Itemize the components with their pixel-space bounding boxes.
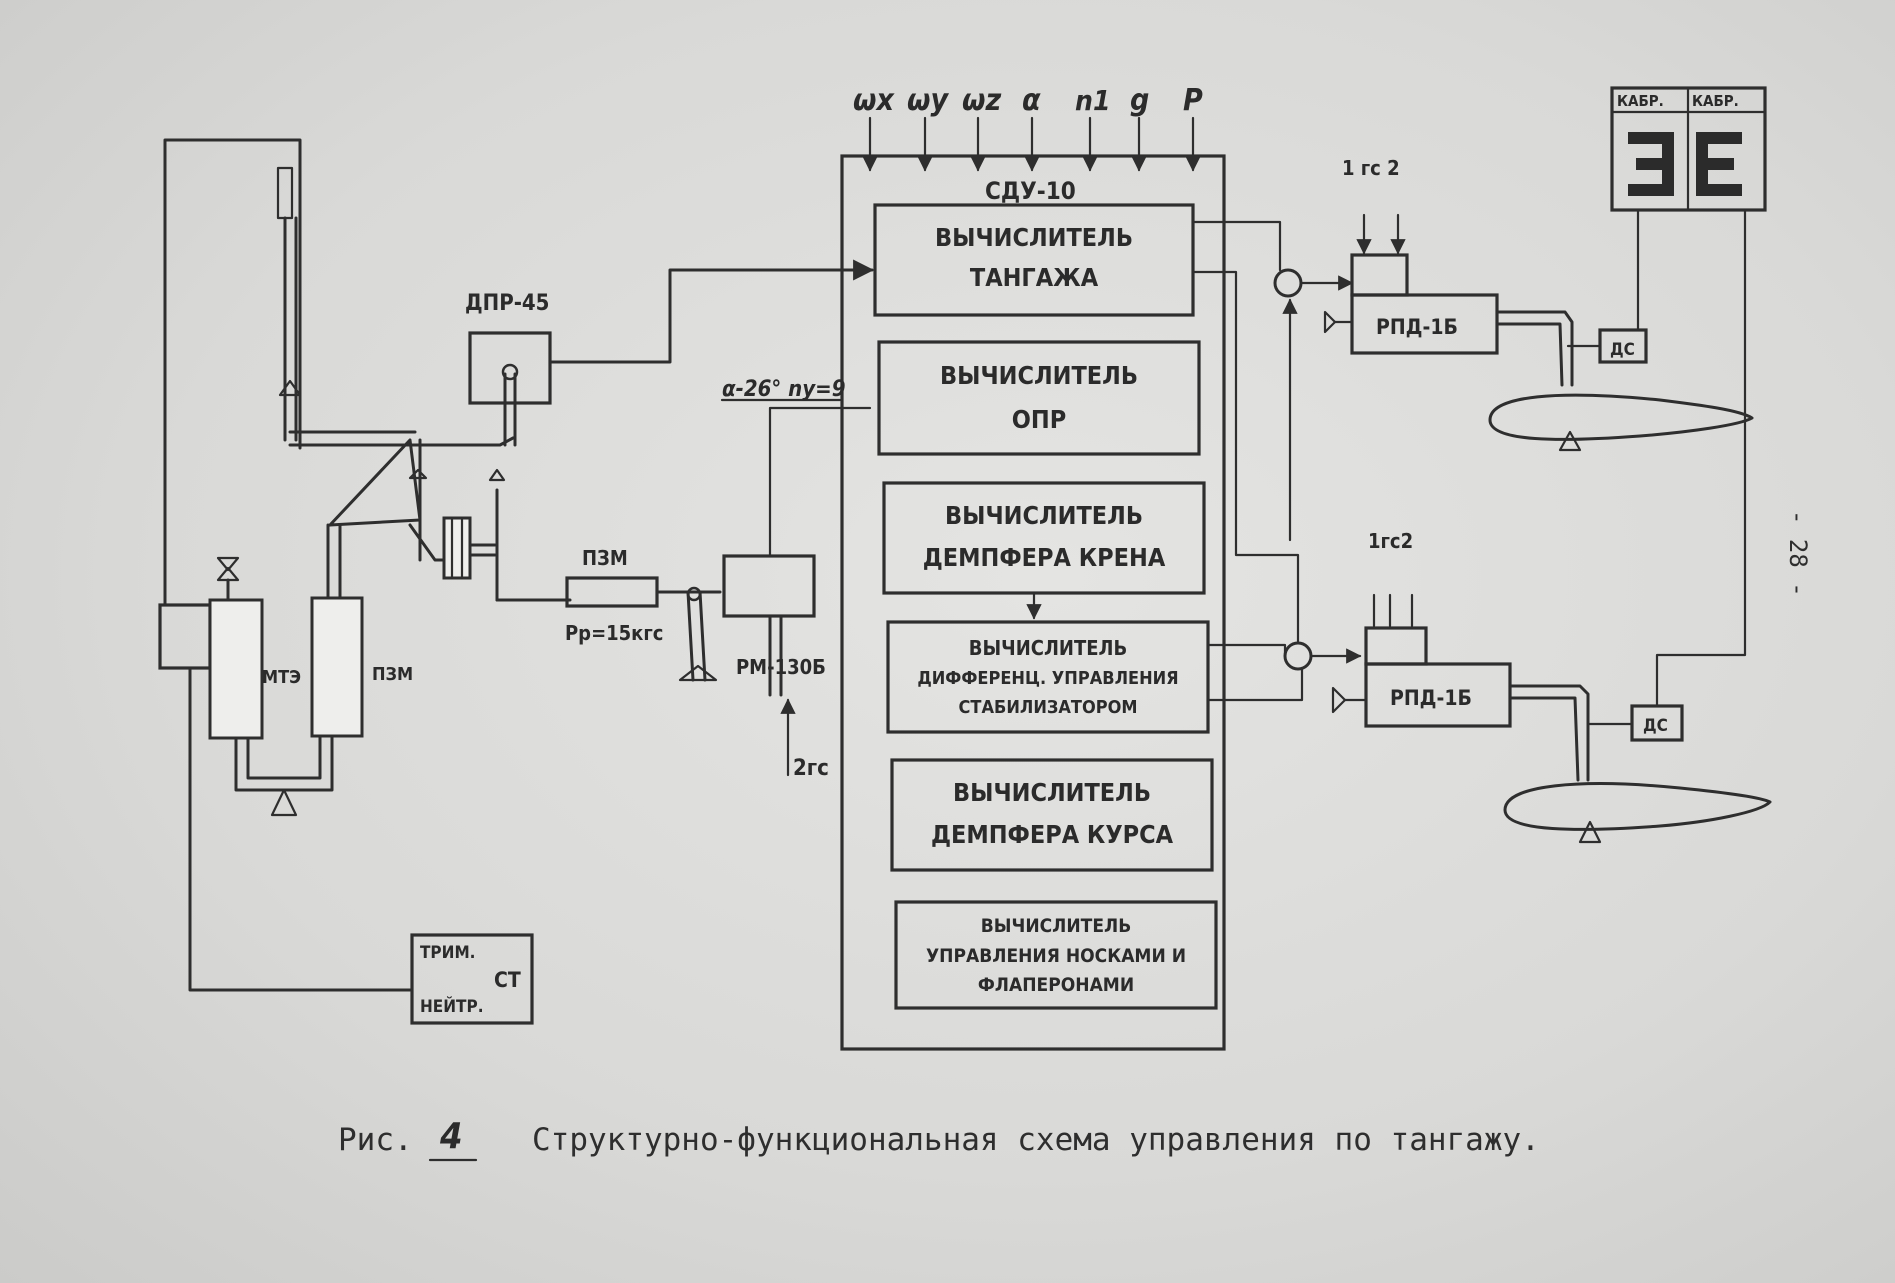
- rpd-upper-label: РПД-1Б: [1376, 315, 1458, 339]
- kabr-right-label: КАБР.: [1692, 92, 1739, 110]
- input-g: g: [1130, 83, 1149, 118]
- computer-pitch: ВЫЧИСЛИТЕЛЬ ТАНГАЖА: [873, 203, 1195, 317]
- right-actuator-linkage: [1191, 86, 1772, 844]
- pzm-lower-label: ПЗМ: [372, 664, 413, 685]
- svg-text:ВЫЧИСЛИТЕЛЬ: ВЫЧИСЛИТЕЛЬ: [935, 223, 1133, 252]
- input-wy: ωy: [907, 83, 949, 118]
- input-wz: ωz: [962, 83, 1001, 118]
- supply-upper-label: 1 гс 2: [1342, 156, 1400, 180]
- svg-text:ВЫЧИСЛИТЕЛЬ: ВЫЧИСЛИТЕЛЬ: [953, 778, 1151, 807]
- computer-yaw-damper: ВЫЧИСЛИТЕЛЬ ДЕМПФЕРА КУРСА: [890, 758, 1214, 872]
- trim-label: ТРИМ.: [420, 943, 475, 963]
- supply-2gs-label: 2гс: [793, 756, 829, 781]
- computer-roll-damper: ВЫЧИСЛИТЕЛЬ ДЕМПФЕРА КРЕНА: [882, 481, 1206, 595]
- input-wx: ωx: [853, 83, 895, 118]
- limit-label: α-26° nу=9: [722, 377, 846, 402]
- computer-opr: ВЫЧИСЛИТЕЛЬ ОПР: [877, 340, 1201, 456]
- mte-label: МТЭ: [262, 667, 301, 688]
- computer-differential-stabilizer: ВЫЧИСЛИТЕЛЬ ДИФФЕРЕНЦ. УПРАВЛЕНИЯ СТАБИЛ…: [886, 620, 1210, 734]
- caption-text: Структурно-функциональная схема управлен…: [532, 1122, 1540, 1158]
- pzm-upper-label: ПЗМ: [582, 546, 628, 570]
- input-alpha: α: [1022, 83, 1041, 118]
- svg-text:ВЫЧИСЛИТЕЛЬ: ВЫЧИСЛИТЕЛЬ: [981, 915, 1131, 937]
- ds-lower-label: ДС: [1643, 716, 1668, 736]
- sdu-10-title: СДУ-10: [985, 177, 1076, 205]
- page-number: - 28 -: [1784, 510, 1812, 597]
- svg-text:ДЕМПФЕРА КУРСА: ДЕМПФЕРА КУРСА: [931, 820, 1174, 849]
- svg-text:ВЫЧИСЛИТЕЛЬ: ВЫЧИСЛИТЕЛЬ: [940, 361, 1138, 390]
- svg-text:ДЕМПФЕРА КРЕНА: ДЕМПФЕРА КРЕНА: [923, 543, 1166, 572]
- svg-text:ВЫЧИСЛИТЕЛЬ: ВЫЧИСЛИТЕЛЬ: [969, 636, 1127, 660]
- kabr-left-label: КАБР.: [1617, 92, 1664, 110]
- caption-prefix: Рис.: [338, 1122, 413, 1158]
- rm-130b-label: РМ-130Б: [736, 655, 826, 679]
- pressure-label: Рр=15кгс: [565, 621, 663, 645]
- left-mechanical-linkage: [158, 138, 875, 1025]
- supply-lower-label: 1гс2: [1368, 529, 1413, 553]
- svg-text:ОПР: ОПР: [1012, 405, 1066, 434]
- svg-text:ФЛАПЕРОНАМИ: ФЛАПЕРОНАМИ: [978, 974, 1134, 996]
- svg-text:СТАБИЛИЗАТОРОМ: СТАБИЛИЗАТОРОМ: [959, 697, 1138, 718]
- computer-slats-flaperons: ВЫЧИСЛИТЕЛЬ УПРАВЛЕНИЯ НОСКАМИ И ФЛАПЕРО…: [894, 900, 1218, 1010]
- rpd-lower-label: РПД-1Б: [1390, 686, 1472, 710]
- input-p: P: [1183, 83, 1203, 118]
- neutral-label: НЕЙТР.: [420, 995, 484, 1017]
- dpr-45-label: ДПР-45: [465, 291, 549, 316]
- ds-upper-label: ДС: [1610, 340, 1635, 360]
- svg-text:ВЫЧИСЛИТЕЛЬ: ВЫЧИСЛИТЕЛЬ: [945, 501, 1143, 530]
- svg-text:ДИФФЕРЕНЦ. УПРАВЛЕНИЯ: ДИФФЕРЕНЦ. УПРАВЛЕНИЯ: [917, 668, 1178, 689]
- svg-text:УПРАВЛЕНИЯ НОСКАМИ И: УПРАВЛЕНИЯ НОСКАМИ И: [926, 945, 1186, 967]
- caption-number: 4: [439, 1116, 463, 1157]
- sdu-inputs: ωx ωy ωz α n1 g P: [853, 83, 1203, 172]
- st-label: СТ: [494, 968, 521, 992]
- svg-text:ТАНГАЖА: ТАНГАЖА: [970, 263, 1099, 292]
- input-n1: n1: [1075, 84, 1110, 117]
